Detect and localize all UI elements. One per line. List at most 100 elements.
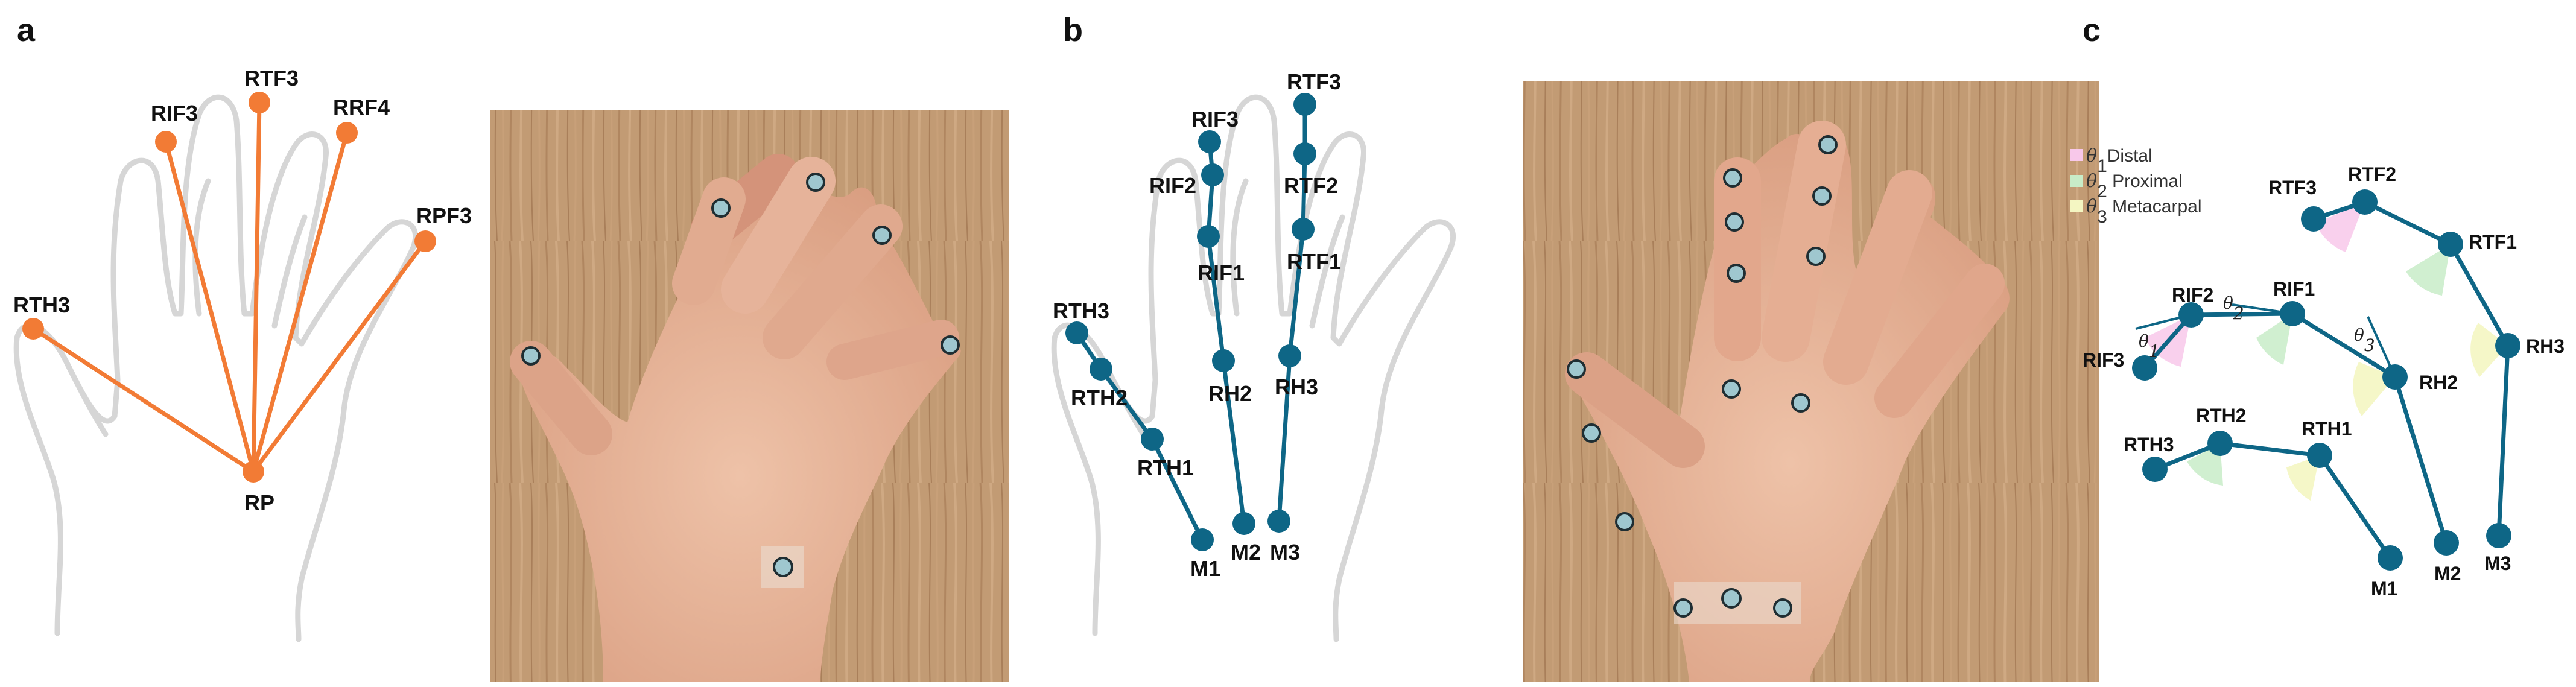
legend-sub: 1 [2097,156,2107,176]
marker-rth2 [2207,431,2233,456]
legend-text-proximal: Proximal [2107,171,2183,191]
marker-m2 [1232,512,1255,535]
line-rp-rrf4 [251,130,349,474]
marker-rth1 [1141,428,1164,451]
label-rth1: RTH1 [1137,455,1194,480]
hand-skin [519,166,961,682]
marker-rh3 [2495,333,2520,358]
marker-rtf3 [249,92,270,113]
marker-rrf4 [336,122,358,144]
label-rth3: RTH3 [1053,299,1109,323]
label-rth2: RTH2 [1071,385,1128,410]
marker-icon [1806,247,1826,266]
marker-rh3 [1278,344,1301,367]
marker-rif3 [2132,355,2157,381]
marker-icon [1721,588,1742,609]
label-rrf4: RRF4 [333,95,390,119]
label-m2: M2 [2434,563,2461,584]
marker-m3 [2486,523,2511,548]
marker-rtf1 [1292,218,1315,241]
label-m1: M1 [1190,556,1220,581]
angle-label-theta1: θ1 [2139,331,2160,361]
label-rth1: RTH1 [2302,418,2352,440]
angle-labels: θ1 θ2 θ3 [2139,293,2375,361]
legend-text-metacarpal: Metacarpal [2107,197,2202,217]
svg-text:θ2 Proximal: θ2 Proximal [2086,171,2183,201]
panel-b-markers [1065,93,1316,551]
marker-icon [806,173,825,192]
angle-label-theta2: θ2 [2223,293,2244,323]
seg-rtf1-rh3 [1287,227,1305,358]
hand-photo-b [1523,81,2099,682]
label-rh2: RH2 [2419,372,2458,393]
panel-b-labels: RIF3 RIF2 RIF1 RH2 M2 RTF3 RTF2 RTF1 RH3… [1053,69,1341,581]
line-rp-rpf3 [251,239,428,474]
seg-rtf1-rh3 [2448,242,2510,348]
marker-icon [521,346,541,366]
label-rp: RP [244,490,274,515]
legend-text-distal: Distal [2107,146,2152,166]
wedge-metacarpal [2470,323,2508,377]
marker-rtf2 [2352,189,2378,215]
label-rth3: RTH3 [13,293,70,317]
label-rif2: RIF2 [2172,284,2213,306]
seg-rth2-rth1 [2218,441,2322,458]
label-rif2: RIF2 [1149,173,1196,198]
marker-rtf1 [2438,232,2463,257]
legend-item-proximal: θ2 Proximal [2070,171,2183,201]
marker-icon [1725,212,1744,232]
panel-a-markers [22,92,436,483]
marker-rif2 [2178,302,2204,328]
legend-swatch-distal [2070,149,2083,161]
marker-m1 [2378,545,2403,571]
label-rif3: RIF3 [151,101,198,125]
marker-icon [773,557,793,577]
legend-item-distal: θ1Distal [2070,145,2152,176]
marker-rth3 [1065,321,1088,344]
marker-m2 [2434,530,2459,556]
label-rif1: RIF1 [1198,261,1245,285]
label-rif3: RIF3 [2083,349,2124,371]
marker-icon [1727,264,1746,283]
wedge-proximal [2256,314,2292,365]
hand-outline-icon [16,97,415,639]
angle-label-theta3: θ3 [2354,325,2375,355]
line-rp-rtf3 [251,100,262,474]
seg-rtf2-rtf1 [1301,151,1307,232]
marker-icon [1722,379,1741,399]
marker-rth2 [1090,358,1112,381]
marker-icon [1567,359,1586,379]
wedge-distal [2315,202,2365,252]
label-rif3: RIF3 [1191,107,1239,131]
label-rh3: RH3 [1275,375,1318,399]
panel-a-connections [31,100,428,474]
panel-letter-b: b [1063,12,1083,48]
marker-rth1 [2307,443,2332,468]
marker-rp [243,461,264,483]
legend-sub: 2 [2097,182,2107,201]
marker-rh2 [2382,364,2408,390]
label-rpf3: RPF3 [416,203,472,228]
panel-a-labels: RIF3 RTF3 RRF4 RPF3 RTH3 RP [13,66,472,515]
marker-icon [1791,393,1810,413]
line-rp-rif3 [163,139,256,474]
marker-rth3 [2142,457,2168,482]
seg-rif2-rif1 [2189,311,2295,317]
label-m2: M2 [1231,540,1261,565]
marker-icon [941,335,960,355]
marker-rh2 [1212,349,1235,372]
label-m3: M3 [2484,552,2511,574]
panel-letter-a: a [17,12,36,48]
label-rth2: RTH2 [2196,405,2247,426]
marker-icon [1723,168,1742,188]
seg-rth1-m1 [1150,437,1205,542]
marker-rtf3 [2301,206,2326,232]
seg-rif1-rh2 [1206,234,1226,363]
seg-rh3-m3 [2496,343,2510,538]
marker-rpf3 [414,230,436,252]
legend-symbol: θ [2086,171,2097,192]
wedge-proximal [2406,244,2451,296]
label-rh3: RH3 [2526,335,2565,357]
marker-icon [1673,598,1693,618]
